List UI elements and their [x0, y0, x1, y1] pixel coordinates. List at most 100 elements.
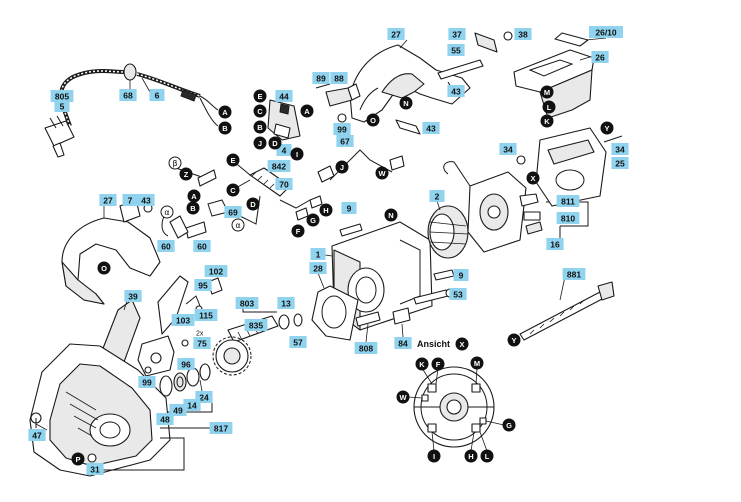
part-number-box	[499, 143, 517, 155]
connection-marker: C	[226, 183, 240, 197]
part-number-callout: 75	[193, 337, 211, 349]
part-number-callout: 13	[277, 297, 295, 309]
connection-marker: H	[464, 449, 478, 463]
part-number-callout: 817	[209, 422, 233, 434]
connection-marker-dot	[399, 96, 413, 110]
connection-marker-letter: N	[403, 99, 408, 108]
part-number-callout: 43	[422, 122, 440, 134]
part-number-box	[209, 422, 233, 434]
connection-marker: F	[431, 357, 445, 371]
connection-marker-dot	[226, 153, 240, 167]
connection-marker-letter: E	[257, 92, 262, 101]
connection-marker-dot	[290, 147, 304, 161]
part-number-box	[591, 51, 609, 63]
part-number-box	[275, 90, 293, 102]
part-number-callout: 48	[156, 413, 174, 425]
part-number-box	[171, 314, 195, 326]
connection-marker: Y	[600, 121, 614, 135]
part-number-text: 13	[281, 299, 291, 309]
view-x-letter: X	[459, 340, 464, 349]
part-number-callout: 37	[448, 28, 466, 40]
part-number-callout: 49	[169, 404, 187, 416]
connection-marker-dot	[540, 85, 554, 99]
connection-marker-letter: L	[547, 103, 552, 112]
part-number-box	[194, 309, 218, 321]
part-number-callout: 60	[157, 240, 175, 252]
part-number-callout: 27	[387, 28, 405, 40]
connection-marker-dot	[375, 166, 389, 180]
greek-markers: βαα	[160, 156, 245, 232]
connection-marker: D	[268, 136, 282, 150]
part-number-box	[422, 122, 440, 134]
connection-marker-letter: D	[250, 200, 256, 209]
part-number-text: 27	[391, 30, 401, 40]
part-number-box	[447, 85, 465, 97]
part-number-callout: 103	[171, 314, 195, 326]
part-number-callout: 60	[193, 240, 211, 252]
part-number-text: 75	[197, 339, 207, 349]
part-number-box	[514, 28, 532, 40]
connection-marker-dot	[253, 89, 267, 103]
part-number-text: 99	[337, 125, 347, 135]
connection-marker-letter: E	[230, 156, 235, 165]
part-number-callout: 26	[591, 51, 609, 63]
greek-marker-ring	[168, 156, 182, 170]
connection-marker: A	[187, 189, 201, 203]
greek-marker: β	[168, 156, 182, 170]
connection-marker: B	[218, 121, 232, 135]
part-number-text: 89	[316, 74, 326, 84]
part-number-box	[556, 212, 580, 224]
part-number-callout: 7	[122, 194, 138, 206]
connection-marker: O	[97, 261, 111, 275]
connection-marker: J	[253, 136, 267, 150]
part-number-callout: 70	[275, 178, 293, 190]
connection-marker-letter: K	[544, 117, 550, 126]
part-number-box	[556, 195, 580, 207]
part-number-box	[333, 123, 351, 135]
part-number-box	[276, 144, 292, 156]
part-number-box	[224, 206, 242, 218]
connection-marker-letter: I	[296, 150, 298, 159]
part-number-callout: 803	[235, 297, 259, 309]
part-number-box	[336, 135, 354, 147]
part-number-callout: 9	[453, 269, 469, 281]
part-number-box	[341, 202, 357, 214]
connection-marker-letter: A	[304, 107, 310, 116]
part-number-callout: 835	[244, 319, 268, 331]
connection-marker-dot	[319, 203, 333, 217]
connection-marker-letter: A	[222, 108, 228, 117]
connection-marker-letter: P	[75, 455, 80, 464]
armature-drawing	[212, 306, 303, 376]
part-number-box	[449, 288, 467, 300]
connection-marker: E	[226, 153, 240, 167]
part-number-callout: 14	[183, 399, 201, 411]
part-number-box	[156, 413, 174, 425]
connection-marker-letter: O	[370, 116, 376, 125]
part-number-callout: 881	[562, 268, 586, 280]
part-number-box	[124, 290, 142, 302]
connection-marker: E	[253, 89, 267, 103]
part-number-box	[312, 72, 330, 84]
brush-holder-drawing	[315, 83, 405, 183]
part-number-box	[149, 89, 165, 101]
connection-marker: W	[396, 390, 410, 404]
part-number-text: 26/10	[595, 28, 617, 38]
connection-marker-dot	[218, 121, 232, 135]
gearbox-plate-drawing	[137, 335, 189, 377]
part-number-callout: 39	[124, 290, 142, 302]
part-number-box	[194, 279, 212, 291]
part-number-callout: 1	[310, 248, 326, 260]
connection-marker: D	[246, 197, 260, 211]
part-number-box	[193, 240, 211, 252]
part-number-box	[137, 194, 155, 206]
part-number-box	[611, 157, 629, 169]
field-coil-drawing	[427, 205, 469, 259]
connection-marker-letter: C	[230, 186, 236, 195]
part-number-text: 9	[459, 271, 464, 281]
part-number-box	[177, 358, 195, 370]
part-number-box	[289, 336, 307, 348]
part-number-text: 43	[451, 87, 461, 97]
connection-marker-dot	[291, 224, 305, 238]
